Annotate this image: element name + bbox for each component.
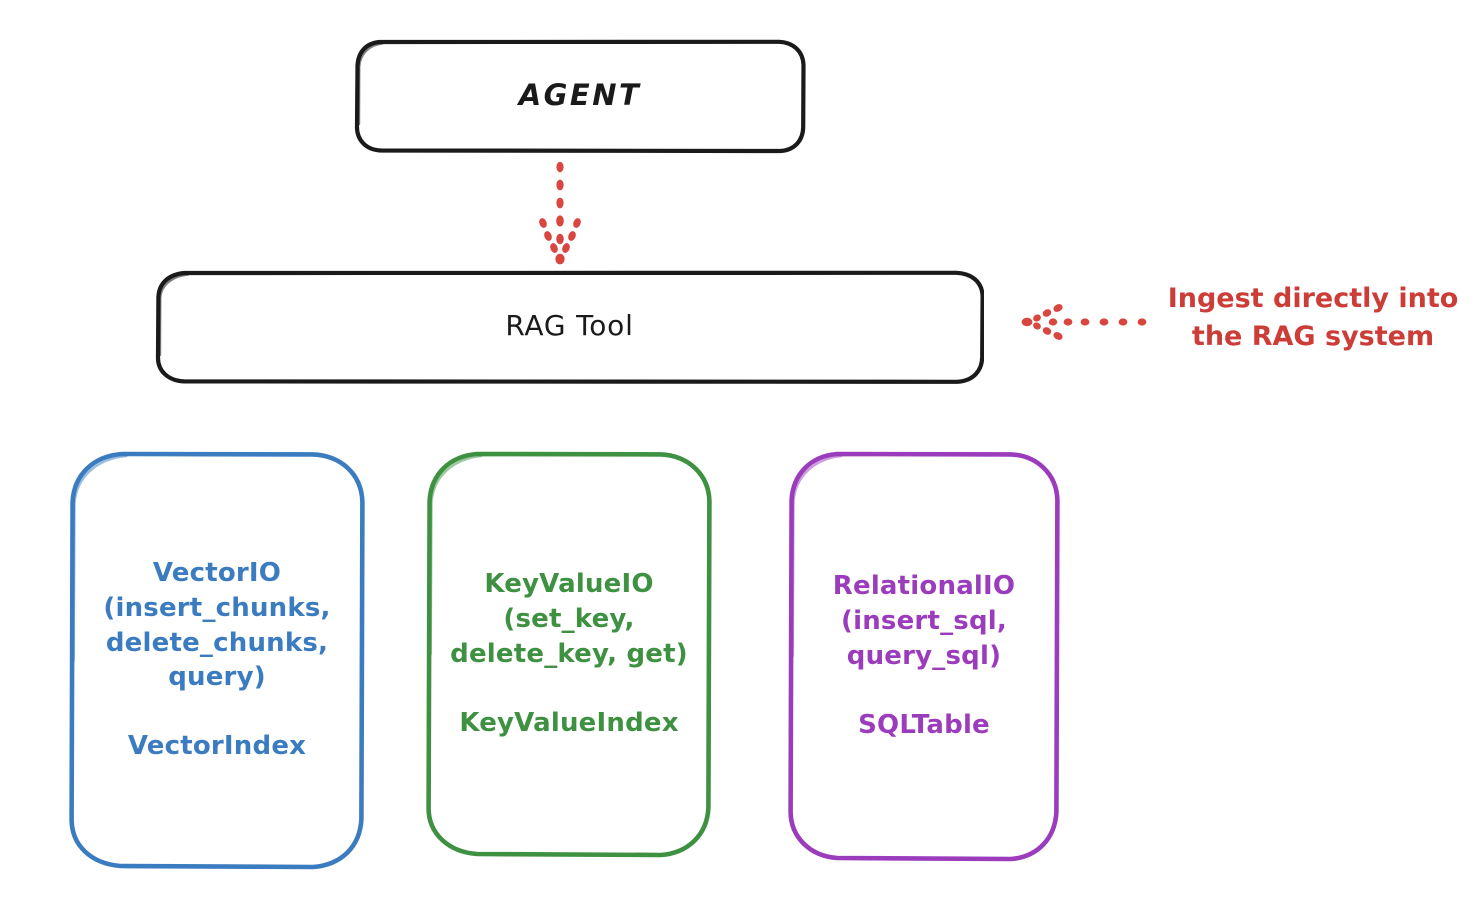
relational-io-api-label: RelationalIO (insert_sql, query_sql) [832,571,1016,671]
relational-io-index-label: SQLTable [858,709,990,740]
agent-node[interactable]: AGENT [354,38,806,154]
vector-io-api-label: VectorIO (insert_chunks, delete_chunks, … [103,557,331,693]
ingest-note-arrow [1021,304,1147,340]
agent-label: AGENT [518,78,642,113]
key-value-io-api-label: KeyValueIO (set_key, delete_key, get) [450,569,688,669]
relational-io-node[interactable]: RelationalIO (insert_sql, query_sql) SQL… [787,450,1061,862]
vector-io-node[interactable]: VectorIO (insert_chunks, delete_chunks, … [68,450,366,870]
ingest-note-label: Ingest directly into the RAG system [1167,283,1459,353]
rag-tool-label: RAG Tool [505,309,634,343]
vector-io-index-label: VectorIndex [127,731,307,762]
key-value-io-index-label: KeyValueIndex [459,707,679,738]
agent-to-rag-tool-arrow [539,161,581,265]
rag-tool-node[interactable]: RAG Tool [155,269,984,384]
key-value-io-node[interactable]: KeyValueIO (set_key, delete_key, get) Ke… [425,450,713,858]
